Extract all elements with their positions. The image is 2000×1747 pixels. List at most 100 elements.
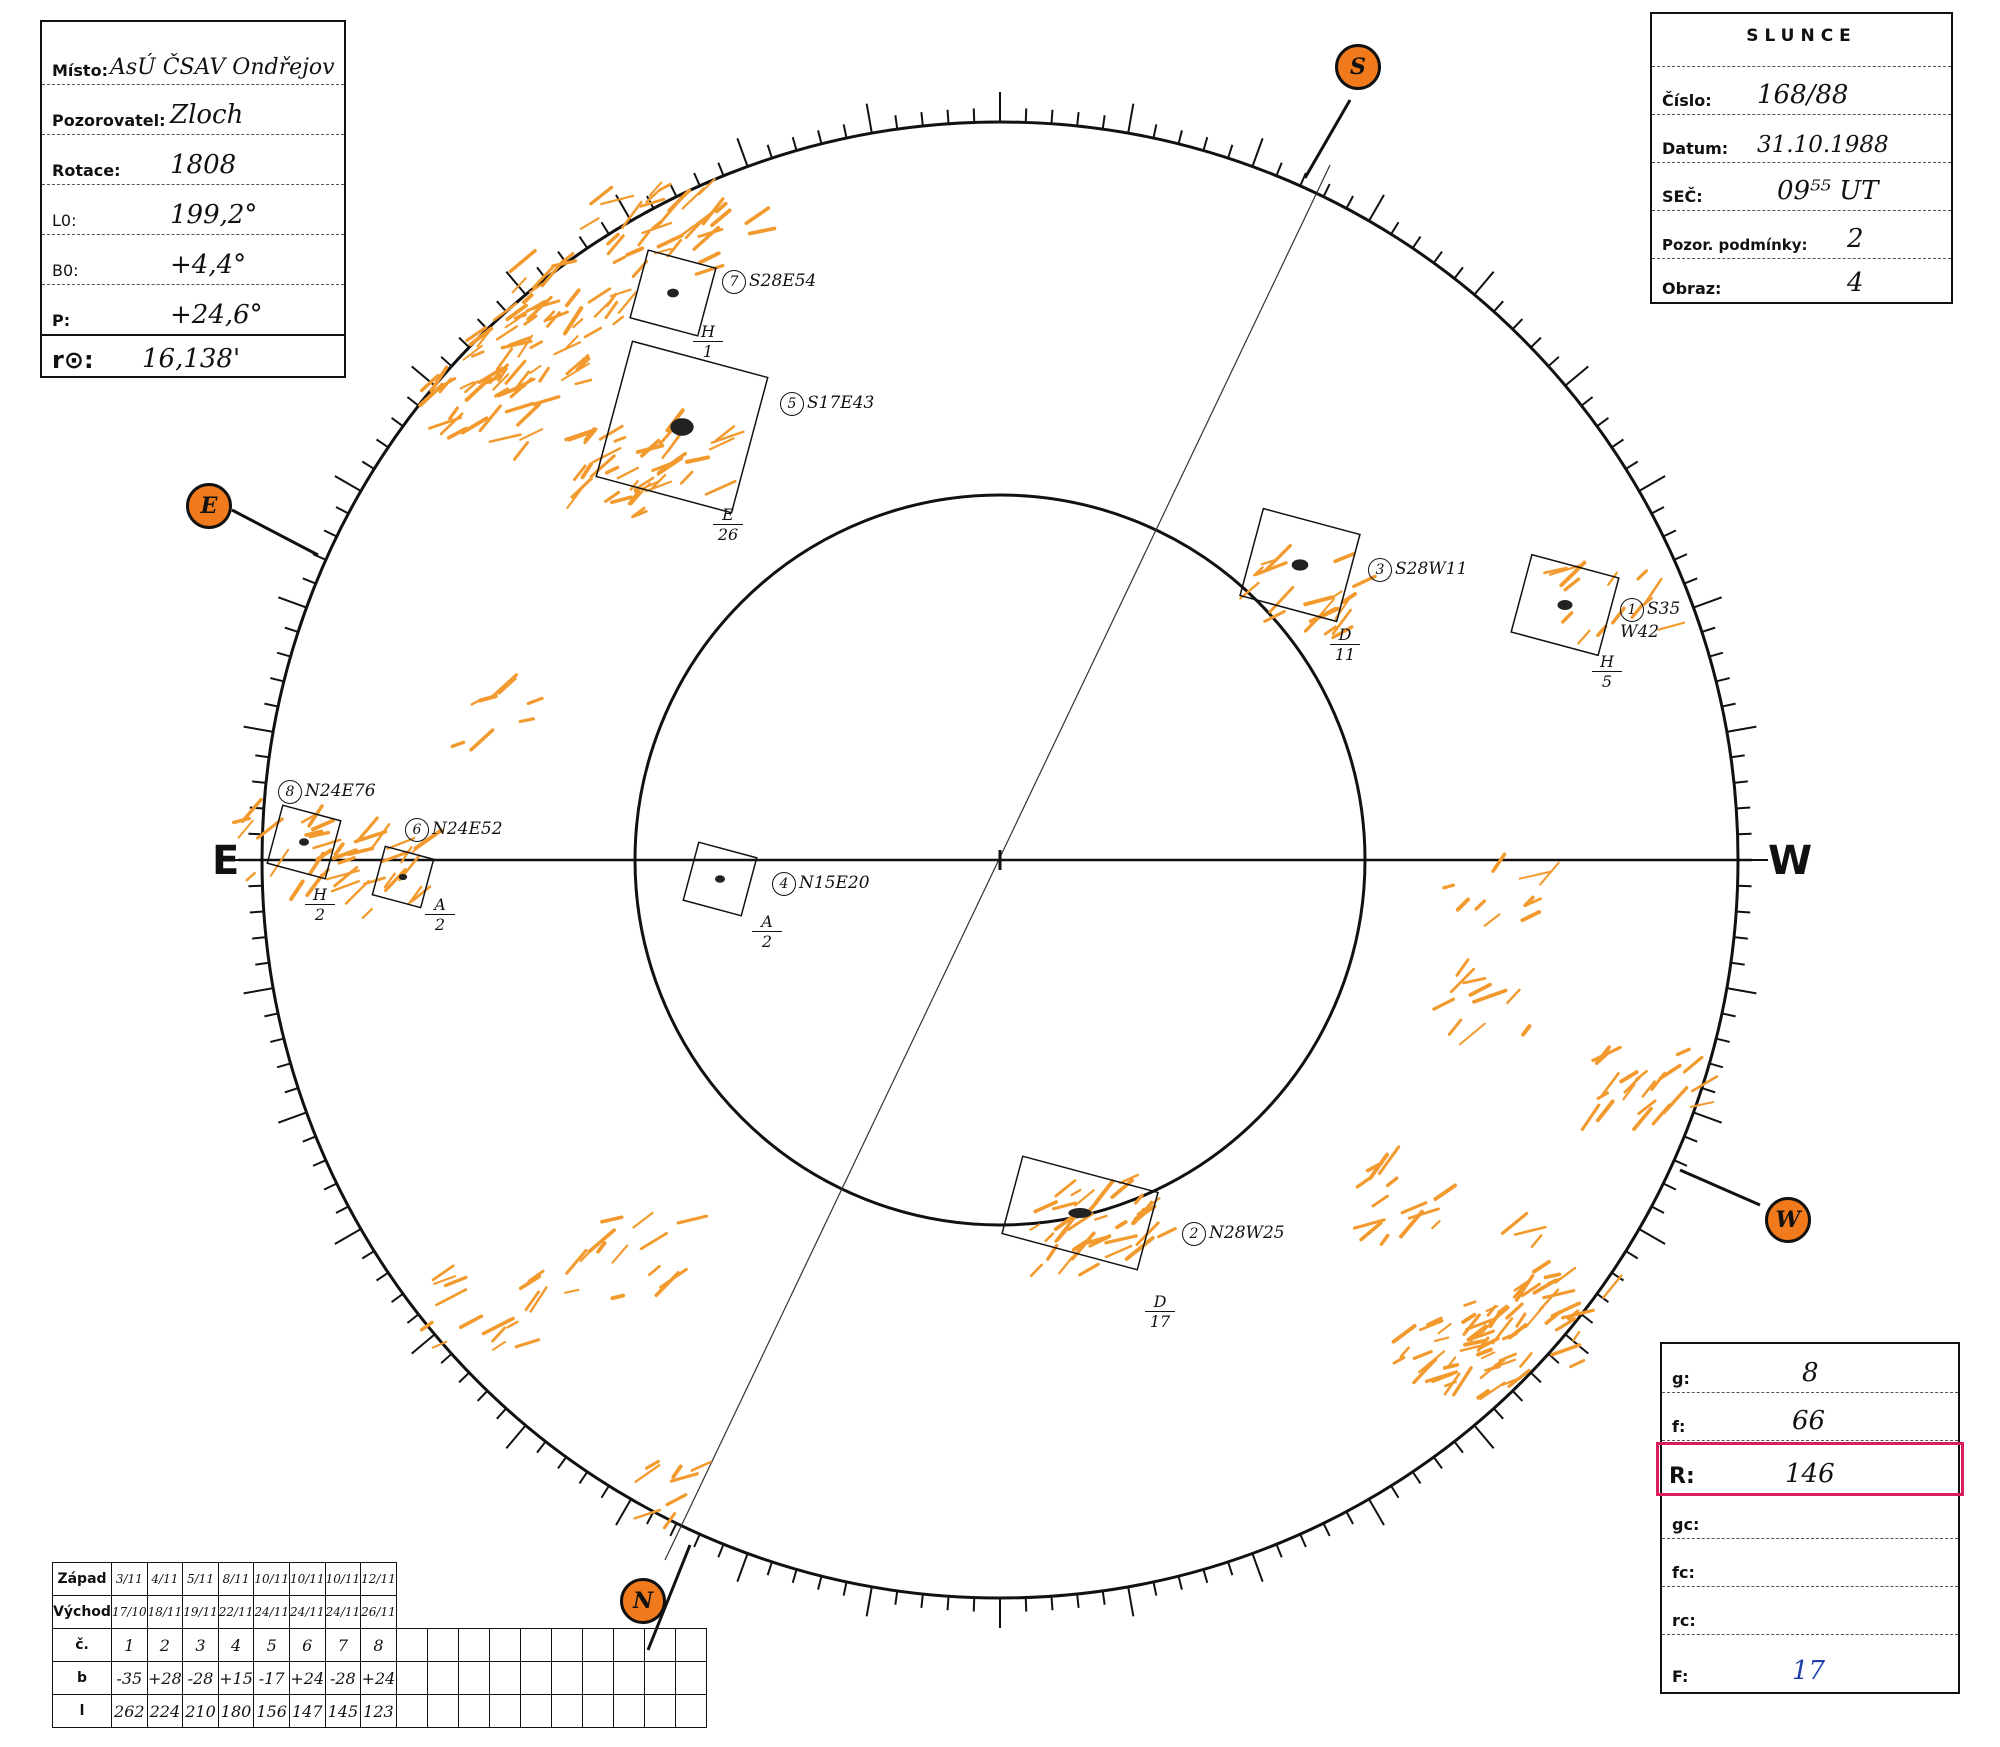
west-marker: W bbox=[1765, 1197, 1811, 1243]
limb-tick bbox=[1611, 438, 1624, 449]
facula-stroke bbox=[1572, 1330, 1581, 1342]
facula-stroke bbox=[1078, 1262, 1100, 1277]
limb-tick bbox=[894, 1590, 899, 1605]
west-label: W bbox=[1768, 838, 1813, 884]
empty-cell bbox=[395, 1694, 428, 1728]
facula-stroke bbox=[1071, 1239, 1089, 1252]
facula-stroke bbox=[1483, 913, 1501, 927]
facula-stroke bbox=[1636, 569, 1648, 581]
limb-tick bbox=[578, 1471, 589, 1484]
north-marker: N bbox=[620, 1578, 666, 1624]
p-label: P: bbox=[52, 311, 71, 330]
facula-stroke bbox=[1442, 883, 1456, 890]
limb-tick bbox=[693, 172, 701, 187]
empty-cell bbox=[519, 1628, 552, 1662]
slunce-box: SLUNCE Číslo:168/88 Datum:31.10.1988 SEČ… bbox=[1650, 12, 1953, 304]
limb-tick bbox=[376, 438, 389, 449]
limb-tick bbox=[766, 144, 773, 159]
facula-stroke bbox=[1033, 1200, 1059, 1214]
facula-stroke bbox=[543, 310, 556, 323]
facula-stroke bbox=[1650, 1071, 1666, 1092]
limb-tick bbox=[1683, 577, 1698, 585]
empty-cell bbox=[458, 1596, 489, 1629]
limb-tick bbox=[536, 1440, 547, 1454]
facula-stroke bbox=[289, 879, 305, 901]
facula-stroke bbox=[1458, 1022, 1486, 1046]
facula-stroke bbox=[462, 344, 483, 361]
facula-stroke bbox=[540, 259, 565, 288]
facula-stroke bbox=[669, 1472, 699, 1483]
facula-stroke bbox=[361, 907, 373, 919]
facula-stroke bbox=[310, 818, 335, 832]
limb-tick bbox=[842, 124, 848, 139]
facula-stroke bbox=[492, 1340, 506, 1351]
facula-stroke bbox=[500, 339, 533, 350]
limb-tick bbox=[505, 271, 527, 296]
facula-stroke bbox=[1479, 1381, 1506, 1400]
facula-stroke bbox=[458, 1314, 484, 1330]
facula-stroke bbox=[504, 317, 520, 329]
limb-tick bbox=[1580, 1313, 1594, 1324]
empty-cell bbox=[457, 1628, 490, 1662]
empty-cell bbox=[550, 1694, 583, 1728]
limb-tick bbox=[1736, 806, 1751, 810]
empty-cell bbox=[426, 1694, 459, 1728]
facula-stroke bbox=[587, 287, 612, 304]
facula-stroke bbox=[383, 872, 396, 889]
facula-stroke bbox=[611, 1244, 629, 1264]
facula-stroke bbox=[1550, 1343, 1582, 1357]
f-value: 66 bbox=[1792, 1406, 1826, 1436]
facula-stroke bbox=[1506, 988, 1521, 1005]
vychod-cell: 26/11 bbox=[360, 1595, 397, 1629]
limb-tick bbox=[717, 1543, 725, 1558]
empty-cell bbox=[458, 1563, 489, 1596]
c-cell: 6 bbox=[288, 1628, 326, 1662]
facula-stroke bbox=[1074, 1189, 1095, 1207]
facula-stroke bbox=[679, 470, 694, 485]
facula-stroke bbox=[330, 879, 360, 893]
facula-stroke bbox=[1512, 1284, 1526, 1299]
facula-stroke bbox=[307, 804, 324, 828]
facula-stroke bbox=[610, 495, 633, 505]
limb-tick bbox=[1202, 136, 1209, 151]
empty-cell bbox=[519, 1694, 552, 1728]
facula-stroke bbox=[606, 234, 625, 256]
facula-stroke bbox=[1254, 561, 1288, 577]
facula-stroke bbox=[1432, 997, 1456, 1011]
facula-stroke bbox=[714, 425, 736, 442]
b-cell: -28 bbox=[324, 1661, 362, 1695]
facula-stroke bbox=[565, 335, 579, 349]
facula-stroke bbox=[1591, 1045, 1622, 1063]
facula-stroke bbox=[498, 677, 517, 695]
facula-stroke bbox=[1447, 1018, 1463, 1036]
facula-stroke bbox=[524, 1290, 541, 1312]
zapad-cell: 8/11 bbox=[217, 1562, 255, 1596]
empty-cell bbox=[395, 1628, 428, 1662]
limb-tick bbox=[1511, 1390, 1524, 1402]
zapad-cell: 10/11 bbox=[288, 1562, 326, 1596]
c-cell: 4 bbox=[217, 1628, 255, 1662]
limb-tick bbox=[1076, 1593, 1080, 1608]
limb-tick bbox=[669, 1522, 678, 1537]
pozorovatel-value: Zloch bbox=[170, 100, 244, 130]
limb-tick bbox=[391, 1292, 404, 1303]
r0-value: 16,138' bbox=[142, 344, 241, 374]
facula-stroke bbox=[610, 1293, 626, 1301]
vychod-cell: 18/11 bbox=[146, 1595, 184, 1629]
group-boxes bbox=[266, 249, 1620, 1271]
facula-stroke bbox=[1554, 1317, 1577, 1332]
facula-stroke bbox=[478, 404, 502, 433]
vychod-label: Východ bbox=[52, 1595, 112, 1629]
facula-stroke bbox=[665, 1493, 688, 1507]
facula-stroke bbox=[1531, 1259, 1551, 1274]
facula-stroke bbox=[1407, 1207, 1440, 1220]
facula-stroke bbox=[1485, 1305, 1499, 1313]
facula-stroke bbox=[1463, 1339, 1484, 1347]
facula-stroke bbox=[596, 1241, 607, 1254]
rc-label: rc: bbox=[1672, 1611, 1696, 1630]
limb-tick bbox=[1693, 596, 1723, 609]
facula-stroke bbox=[497, 367, 508, 382]
